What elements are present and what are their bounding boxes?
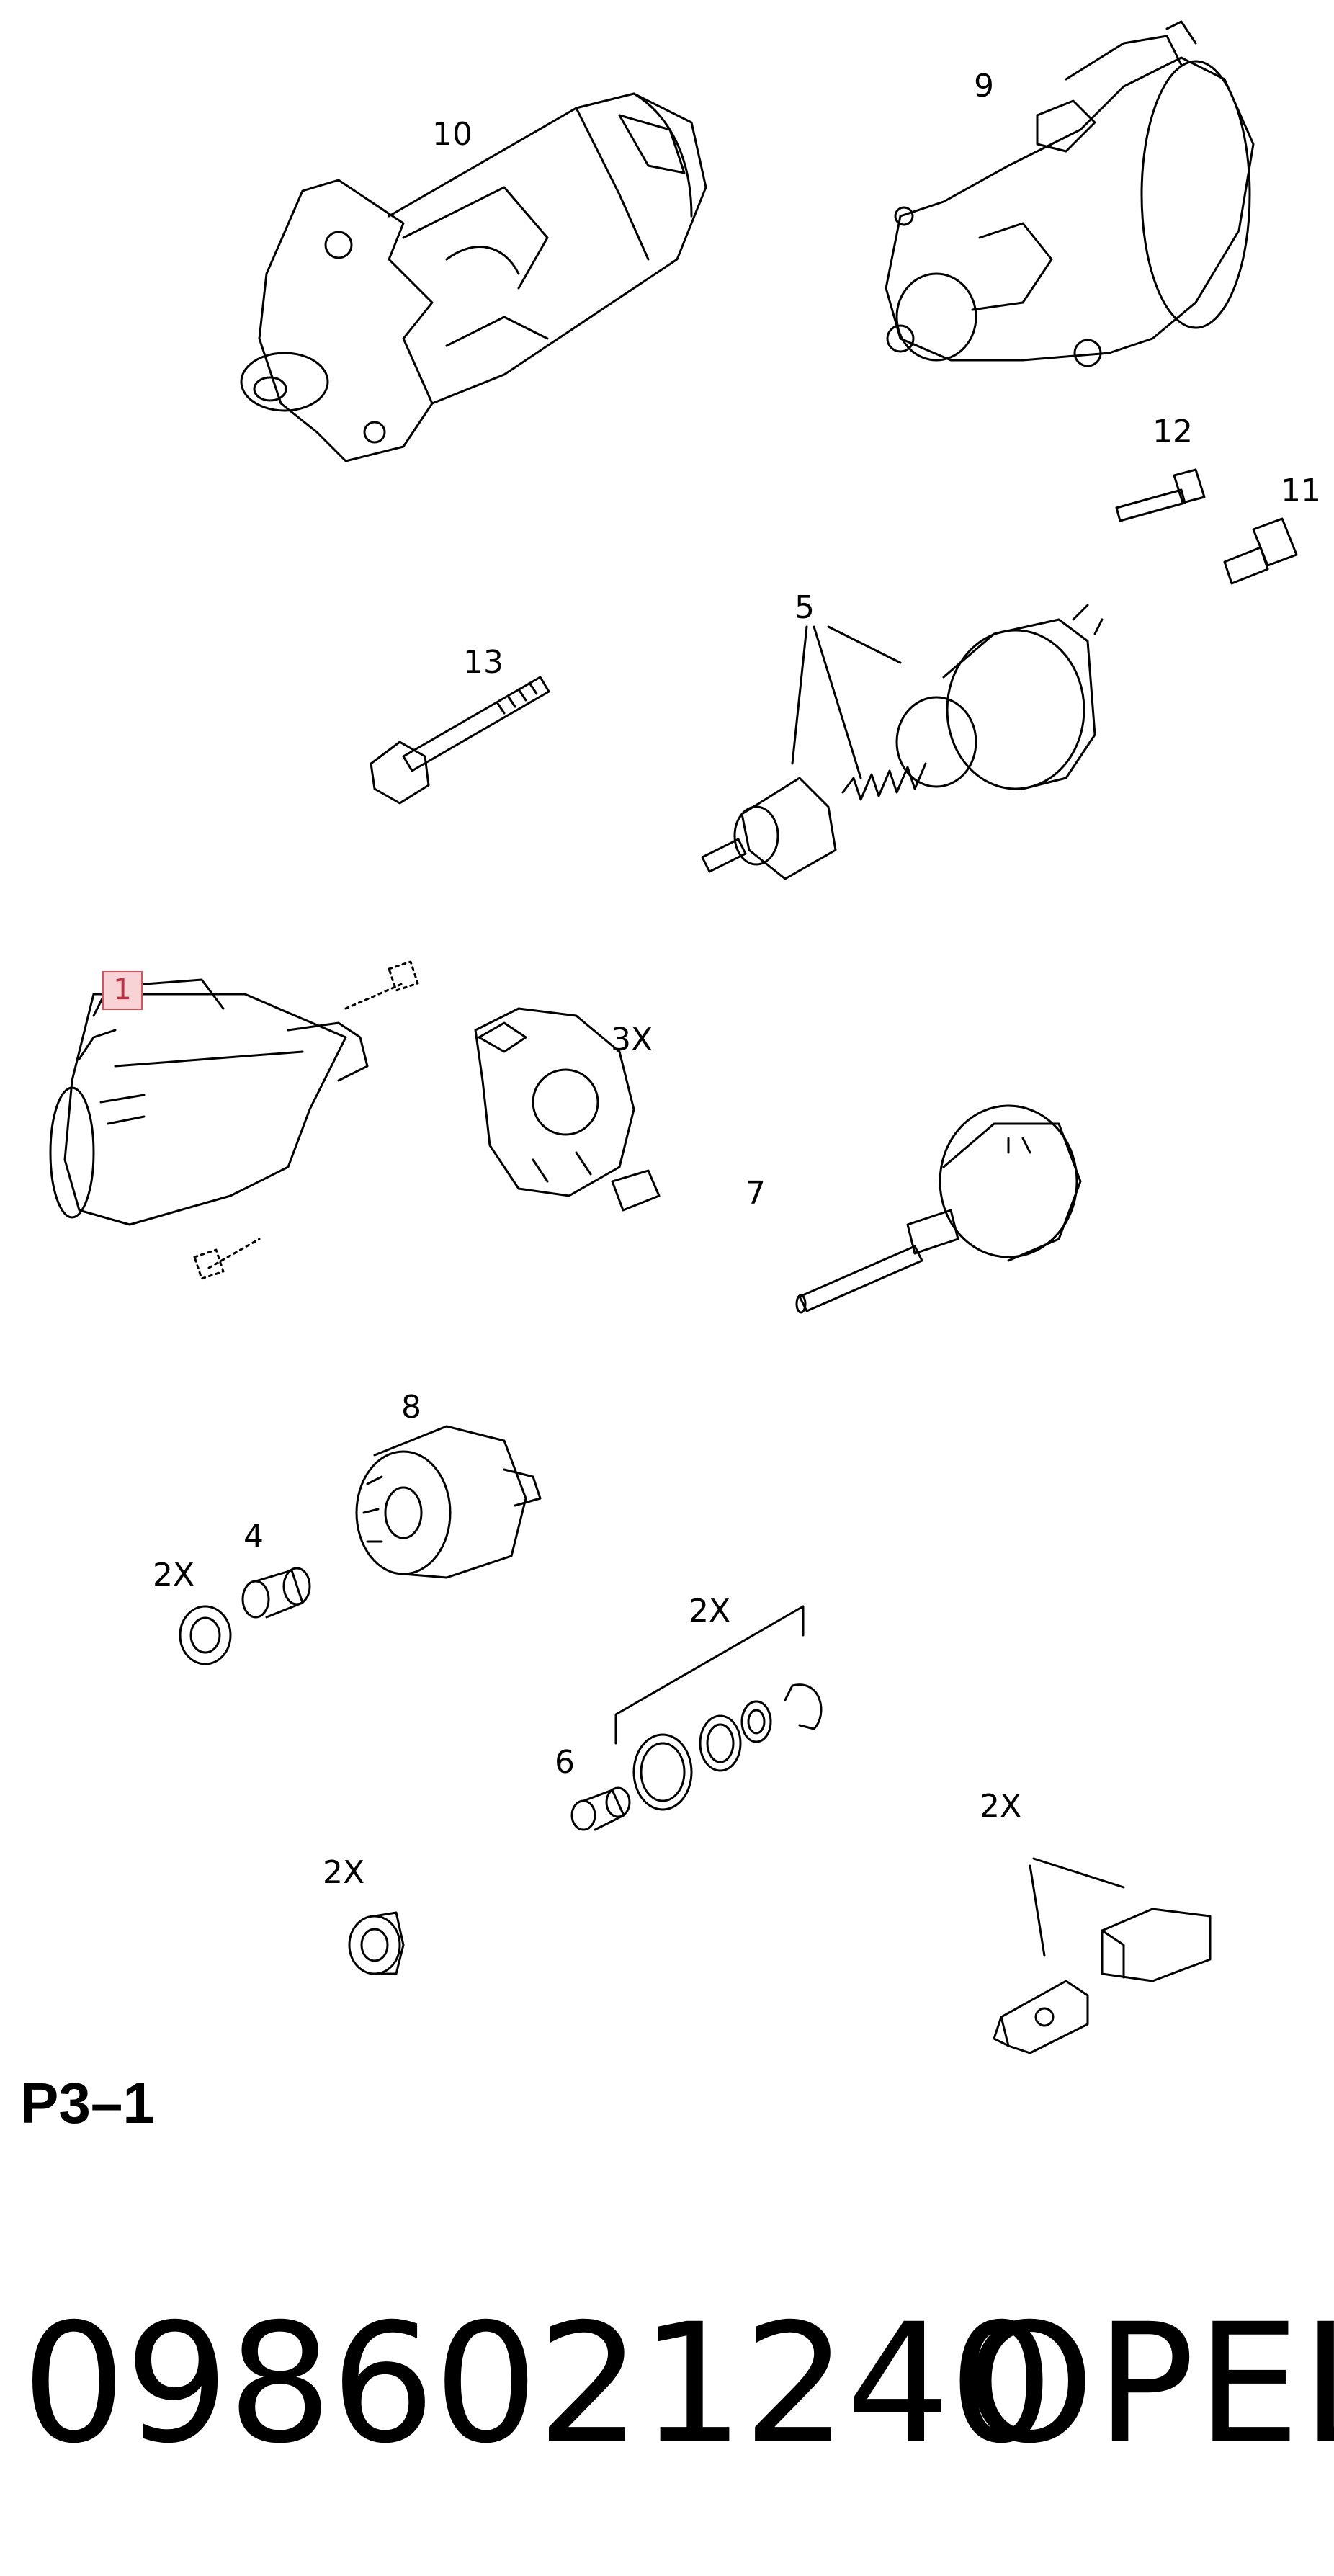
page-code: P3–1: [20, 2071, 155, 2135]
callout-2x-washer: 2X: [323, 1854, 365, 1891]
callout-7: 7: [746, 1175, 766, 1212]
callout-5: 5: [794, 589, 815, 626]
callout-10: 10: [432, 116, 473, 153]
armature-7: [795, 1104, 1082, 1314]
bolt-13: [370, 676, 550, 805]
callout-2x-bearing: 2X: [153, 1557, 195, 1593]
callout-6: 6: [555, 1744, 575, 1781]
bolt-12: [1115, 468, 1206, 522]
bushing-4: [241, 1567, 311, 1619]
solenoid-5: [701, 604, 1104, 880]
callout-9: 9: [974, 68, 994, 104]
drive-pinion-8: [355, 1425, 542, 1579]
bushing-6: [570, 1786, 631, 1831]
callout-2x-rings: 2X: [689, 1593, 731, 1629]
callout-4: 4: [243, 1519, 264, 1555]
terminal-2x: [993, 1857, 1212, 2054]
callout-13: 13: [463, 644, 503, 681]
brush-holder-3x: [474, 1007, 661, 1212]
callout-12: 12: [1152, 413, 1193, 450]
callout-8: 8: [401, 1389, 421, 1426]
starter-motor-10: [240, 92, 707, 462]
starter-motor-9: [885, 20, 1255, 367]
brand-name: OPEL: [965, 2288, 1334, 2479]
ring-set-2x: [614, 1605, 823, 1811]
callout-11: 11: [1281, 473, 1321, 509]
callout-1[interactable]: 1: [102, 971, 143, 1010]
bearing-ring-2x: [179, 1605, 232, 1665]
starter-assembly-1: [49, 960, 419, 1280]
callout-3x: 3X: [611, 1021, 653, 1058]
callout-2x-terminal: 2X: [980, 1788, 1022, 1825]
part-number: 0986021240: [22, 2288, 1054, 2479]
bolt-11: [1223, 517, 1298, 585]
washer-2x: [348, 1911, 405, 1975]
